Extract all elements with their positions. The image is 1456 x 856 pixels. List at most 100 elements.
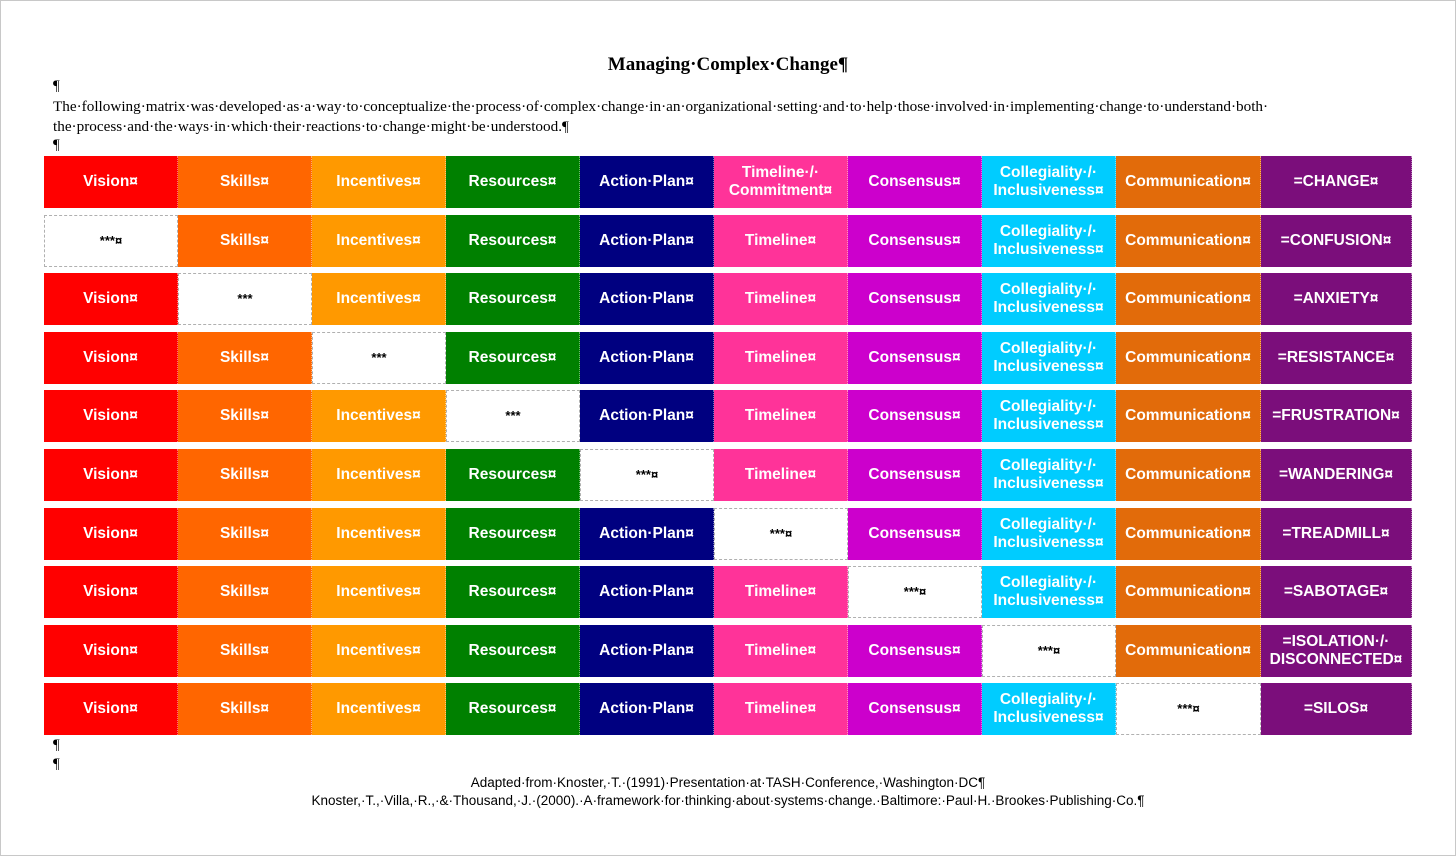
cell-outcome: =ISOLATION·/· DISCONNECTED¤ (1261, 624, 1412, 677)
paragraph-mark: ¶ (53, 137, 60, 153)
cell-outcome: =SABOTAGE¤ (1261, 566, 1412, 619)
change-matrix-table: Vision¤Skills¤Incentives¤Resources¤Actio… (44, 156, 1412, 742)
cell-consensus: Consensus¤ (848, 156, 982, 208)
cell-action-plan: Action·Plan¤ (580, 273, 714, 326)
table-row: ***¤Skills¤Incentives¤Resources¤Action·P… (44, 214, 1412, 267)
table-row: Vision¤Skills¤Incentives¤Resources¤Actio… (44, 507, 1412, 560)
cell-outcome: =WANDERING¤ (1261, 448, 1412, 501)
cell-vision: Vision¤ (44, 273, 178, 326)
cell-outcome: =ANXIETY¤ (1261, 273, 1412, 326)
document-title: Managing·Complex·Change¶ (607, 54, 849, 75)
cell-communication: Communication¤ (1116, 273, 1261, 326)
cell-communication: Communication¤ (1116, 566, 1261, 619)
cell-incentives: Incentives¤ (312, 507, 446, 560)
cell-communication: Communication¤ (1116, 214, 1261, 267)
cell-vision: Vision¤ (44, 683, 178, 736)
cell-timeline: Timeline¤ (714, 448, 848, 501)
cell-vision: Vision¤ (44, 507, 178, 560)
cell-skills: Skills¤ (178, 214, 312, 267)
cell-vision: Vision¤ (44, 156, 178, 208)
cell-timeline: Timeline¤ (714, 331, 848, 384)
cell-skills: Skills¤ (178, 624, 312, 677)
cell-vision: Vision¤ (44, 448, 178, 501)
cell-collegiality: Collegiality·/· Inclusiveness¤ (982, 331, 1116, 384)
cell-communication: Communication¤ (1116, 331, 1261, 384)
cell-timeline: Timeline¤ (714, 214, 848, 267)
table-row: Vision¤Skills¤Incentives¤Resources¤Actio… (44, 566, 1412, 619)
cell-action-plan: Action·Plan¤ (580, 624, 714, 677)
missing-element-cell: ***¤ (982, 624, 1116, 677)
cell-action-plan: Action·Plan¤ (580, 566, 714, 619)
cell-incentives: Incentives¤ (312, 273, 446, 326)
cell-timeline: Timeline¤ (714, 683, 848, 736)
citation-line: Knoster,·T.,·Villa,·R.,·&·Thousand,·J.·(… (311, 793, 1145, 808)
cell-collegiality: Collegiality·/· Inclusiveness¤ (982, 273, 1116, 326)
cell-incentives: Incentives¤ (312, 566, 446, 619)
cell-action-plan: Action·Plan¤ (580, 331, 714, 384)
cell-outcome: =FRUSTRATION¤ (1261, 390, 1412, 443)
table-row: Vision¤Skills¤Incentives¤Resources¤Actio… (44, 683, 1412, 736)
cell-communication: Communication¤ (1116, 390, 1261, 443)
missing-element-cell: ***¤ (714, 507, 848, 560)
cell-skills: Skills¤ (178, 448, 312, 501)
cell-timeline: Timeline·/· Commitment¤ (714, 156, 848, 208)
missing-element-cell: ***¤ (1116, 683, 1261, 736)
cell-resources: Resources¤ (446, 448, 580, 501)
cell-skills: Skills¤ (178, 331, 312, 384)
table-row: Vision¤Skills¤Incentives¤Resources¤Actio… (44, 624, 1412, 677)
cell-outcome: =CHANGE¤ (1261, 156, 1412, 208)
cell-skills: Skills¤ (178, 566, 312, 619)
cell-incentives: Incentives¤ (312, 624, 446, 677)
missing-element-cell: ***¤ (848, 566, 982, 619)
cell-consensus: Consensus¤ (848, 624, 982, 677)
cell-timeline: Timeline¤ (714, 390, 848, 443)
table-row: Vision¤***Incentives¤Resources¤Action·Pl… (44, 273, 1412, 326)
cell-skills: Skills¤ (178, 683, 312, 736)
cell-action-plan: Action·Plan¤ (580, 507, 714, 560)
cell-collegiality: Collegiality·/· Inclusiveness¤ (982, 390, 1116, 443)
cell-collegiality: Collegiality·/· Inclusiveness¤ (982, 683, 1116, 736)
missing-element-cell: *** (178, 273, 312, 326)
cell-vision: Vision¤ (44, 624, 178, 677)
cell-consensus: Consensus¤ (848, 390, 982, 443)
cell-communication: Communication¤ (1116, 448, 1261, 501)
cell-consensus: Consensus¤ (848, 214, 982, 267)
cell-incentives: Incentives¤ (312, 448, 446, 501)
citation-line: Adapted·from·Knoster,·T.·(1991)·Presenta… (470, 775, 986, 790)
cell-action-plan: Action·Plan¤ (580, 390, 714, 443)
cell-collegiality: Collegiality·/· Inclusiveness¤ (982, 507, 1116, 560)
table-row: Vision¤Skills¤***Resources¤Action·Plan¤T… (44, 331, 1412, 384)
cell-resources: Resources¤ (446, 214, 580, 267)
cell-resources: Resources¤ (446, 273, 580, 326)
cell-action-plan: Action·Plan¤ (580, 214, 714, 267)
cell-skills: Skills¤ (178, 390, 312, 443)
intro-paragraph: The·following·matrix·was·developed·as·a·… (53, 97, 1413, 136)
cell-resources: Resources¤ (446, 507, 580, 560)
paragraph-mark: ¶ (53, 78, 60, 94)
cell-incentives: Incentives¤ (312, 683, 446, 736)
cell-timeline: Timeline¤ (714, 273, 848, 326)
cell-timeline: Timeline¤ (714, 624, 848, 677)
cell-collegiality: Collegiality·/· Inclusiveness¤ (982, 214, 1116, 267)
cell-incentives: Incentives¤ (312, 214, 446, 267)
missing-element-cell: ***¤ (580, 448, 714, 501)
cell-outcome: =TREADMILL¤ (1261, 507, 1412, 560)
missing-element-cell: *** (446, 390, 580, 443)
cell-timeline: Timeline¤ (714, 566, 848, 619)
cell-skills: Skills¤ (178, 156, 312, 208)
table-row: Vision¤Skills¤Incentives¤***Action·Plan¤… (44, 390, 1412, 443)
cell-incentives: Incentives¤ (312, 390, 446, 443)
cell-vision: Vision¤ (44, 331, 178, 384)
cell-communication: Communication¤ (1116, 624, 1261, 677)
cell-resources: Resources¤ (446, 624, 580, 677)
cell-incentives: Incentives¤ (312, 156, 446, 208)
cell-communication: Communication¤ (1116, 156, 1261, 208)
cell-consensus: Consensus¤ (848, 683, 982, 736)
cell-collegiality: Collegiality·/· Inclusiveness¤ (982, 566, 1116, 619)
cell-resources: Resources¤ (446, 566, 580, 619)
missing-element-cell: *** (312, 331, 446, 384)
cell-outcome: =SILOS¤ (1261, 683, 1412, 736)
paragraph-mark: ¶ (53, 737, 60, 753)
cell-vision: Vision¤ (44, 390, 178, 443)
table-row: Vision¤Skills¤Incentives¤Resources¤Actio… (44, 156, 1412, 208)
